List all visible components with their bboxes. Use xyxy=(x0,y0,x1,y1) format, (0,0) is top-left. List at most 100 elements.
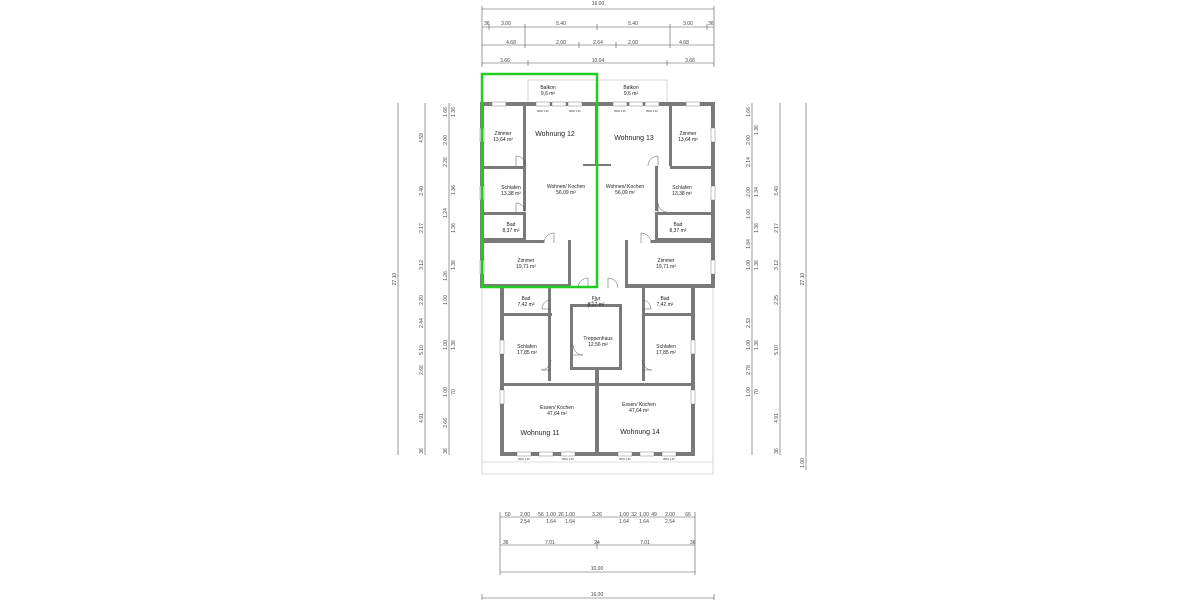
room-area: 19,71 m² xyxy=(516,264,536,270)
dim-label: 1.36 xyxy=(754,125,760,135)
dim-label: 4.68 xyxy=(679,40,689,46)
dim-top-total: 16.00 xyxy=(592,1,605,7)
dim-label: 2.20 xyxy=(419,295,425,305)
room-area: 8,17 m² xyxy=(588,302,605,308)
dim-label: 7.01 xyxy=(640,540,650,546)
dim-label: 70 xyxy=(754,389,760,395)
room-name: Zimmer xyxy=(680,131,697,137)
room-area: 7,42 m² xyxy=(518,302,535,308)
dim-label: 1.00 xyxy=(443,387,449,397)
dim-label: 1.24 xyxy=(443,208,449,218)
dim-label: 1.64 xyxy=(639,519,649,525)
room-area: 13,64 m² xyxy=(493,137,513,143)
dim-label: 1.00 xyxy=(443,340,449,350)
dim-label: 1.00 xyxy=(746,209,752,219)
dim-label: 7.01 xyxy=(545,540,555,546)
dim-label: 50 xyxy=(505,512,511,518)
dim-label: 1.36 xyxy=(451,260,457,270)
dim-label: 27.10 xyxy=(800,273,806,286)
room-name: Bad xyxy=(507,222,516,228)
window-labels: BRH 1,00 BRH 1,00 BRH 1,00 BRH 1,00 BRH … xyxy=(518,109,675,461)
dim-label: 5.10 xyxy=(774,345,780,355)
window-label: BRH 1,00 xyxy=(646,109,658,113)
dim-label: 3.12 xyxy=(419,260,425,270)
dim-label: 2.44 xyxy=(419,318,425,328)
doors xyxy=(515,155,668,371)
dim-label: 36 xyxy=(774,448,780,454)
room-name: Bad xyxy=(522,296,531,302)
dim-label: 4.68 xyxy=(506,40,516,46)
room-name: Schlafen xyxy=(672,185,692,191)
room-name: Flur xyxy=(592,296,601,302)
dim-label: 3.40 xyxy=(419,186,425,196)
unit-label-w13: Wohnung 13 xyxy=(614,135,654,142)
dim-label: 3.66 xyxy=(500,58,510,64)
dim-label: 1.66 xyxy=(746,107,752,117)
dim-label: 2.54 xyxy=(665,519,675,525)
room-name: Wohnen/ Kochen xyxy=(606,184,644,190)
dim-label: 1.64 xyxy=(565,519,575,525)
dim-label: 2.66 xyxy=(419,365,425,375)
dim-label: 2.00 xyxy=(520,512,530,518)
dim-label: 4.59 xyxy=(419,133,425,143)
dim-label: 2.33 xyxy=(746,318,752,328)
room-area: 17,85 m² xyxy=(517,350,537,356)
dim-label: 27.10 xyxy=(392,273,398,286)
dim-label: 1.00 xyxy=(746,340,752,350)
dim-label: 3.26 xyxy=(592,512,602,518)
dim-label: 2.00 xyxy=(746,135,752,145)
dim-label: 2.17 xyxy=(774,223,780,233)
room-area: 12,56 m² xyxy=(588,342,608,348)
dim-label: 2.00 xyxy=(556,40,566,46)
dim-label: 1.00 xyxy=(619,512,629,518)
dim-label: 36 xyxy=(503,540,509,546)
dim-label: 2.64 xyxy=(593,40,603,46)
dim-label: 1.34 xyxy=(754,187,760,197)
dim-label: 26 xyxy=(558,512,564,518)
dim-label: 36 xyxy=(419,448,425,454)
dim-label: 3.40 xyxy=(774,186,780,196)
dim-label: 36 xyxy=(484,21,490,27)
dim-label: 3.66 xyxy=(685,58,695,64)
room-name: Zimmer xyxy=(495,131,512,137)
dim-label: 32 xyxy=(631,512,637,518)
dim-label: 1.36 xyxy=(451,185,457,195)
dim-label: 66 xyxy=(685,512,691,518)
dim-label: 1.00 xyxy=(746,387,752,397)
window-label: BRH 1,00 xyxy=(518,457,530,461)
dim-label: 1.00 xyxy=(565,512,575,518)
unit-labels: Wohnung 12 Wohnung 13 Wohnung 11 Wohnung… xyxy=(520,131,659,437)
dim-label: 36 xyxy=(443,448,449,454)
room-labels: Balkon 9,6 m² Balkon 9,6 m² Zimmer 13,64… xyxy=(493,85,698,417)
room-name: Essen/ Kochen xyxy=(622,402,656,408)
dim-label: 3.66 xyxy=(443,418,449,428)
left-dimensions: 27.10 4.59 3.40 2.17 3.12 2.20 2.44 5.10… xyxy=(392,103,457,455)
room-name: Bad xyxy=(674,222,683,228)
dim-label: 1.66 xyxy=(443,107,449,117)
dim-label: 1.00 xyxy=(443,295,449,305)
bottom-dimensions: 50 2.00 56 1.00 26 1.00 3.26 1.00 32 1.0… xyxy=(481,512,715,600)
room-area: 13,64 m² xyxy=(678,137,698,143)
room-area: 56,09 m² xyxy=(615,190,635,196)
dim-label: 2.17 xyxy=(419,223,425,233)
room-name: Essen/ Kochen xyxy=(540,405,574,411)
room-name: Zimmer xyxy=(518,258,535,264)
dim-label: 1.64 xyxy=(619,519,629,525)
room-name: Balkon xyxy=(623,85,639,91)
dim-label: 4.91 xyxy=(774,413,780,423)
dim-label: 1.36 xyxy=(451,340,457,350)
room-name: Treppenhaus xyxy=(583,336,613,342)
selection-highlight-wohnung-12[interactable] xyxy=(480,72,599,289)
unit-label-w14: Wohnung 14 xyxy=(620,429,660,436)
room-name: Schlafen xyxy=(517,344,537,350)
dim-label: 2.00 xyxy=(665,512,675,518)
dim-label: 4.91 xyxy=(419,413,425,423)
dim-label: 1.36 xyxy=(451,223,457,233)
room-area: 13,38 m² xyxy=(501,191,521,197)
dim-label: 1.00 xyxy=(546,512,556,518)
dim-label: 3.12 xyxy=(774,260,780,270)
top-dimensions: 16.00 36 3.00 5.40 5.40 3.00 36 4.68 2.0… xyxy=(481,1,715,67)
room-area: 47,64 m² xyxy=(629,408,649,414)
dim-label: 2.00 xyxy=(746,187,752,197)
dim-label: 36 xyxy=(708,21,714,27)
